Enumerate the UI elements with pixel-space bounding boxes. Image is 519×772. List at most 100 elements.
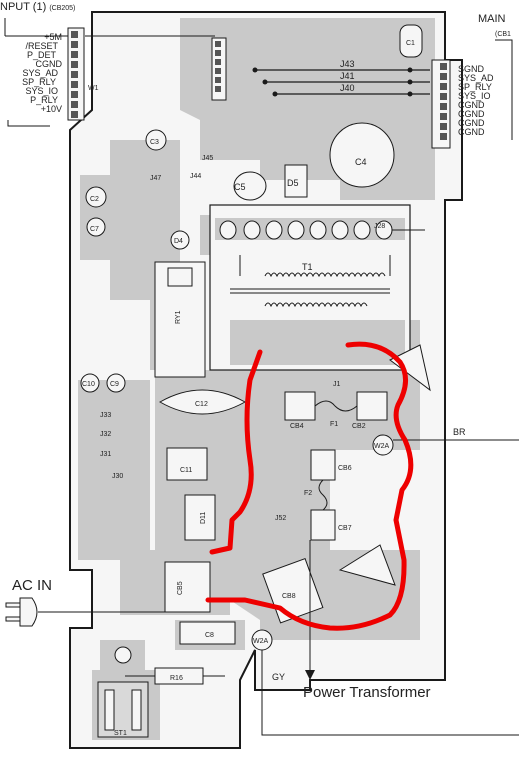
upper-header xyxy=(211,37,227,101)
main-pin-label: SYS_IO xyxy=(458,91,491,101)
terminal-w2a-bottom: W2A xyxy=(251,629,273,651)
main-jumpers xyxy=(255,69,430,95)
st1-label: ST1 xyxy=(114,730,127,737)
diode-d11: D11 xyxy=(184,494,216,541)
j43-label: J43 xyxy=(340,59,355,69)
input-connector: W1 xyxy=(67,27,99,121)
main-pin-labels: SGND SYS_AD SP_RLY SYS_IO CGND CGND CGND… xyxy=(458,64,494,137)
power-transformer-label: Power Transformer xyxy=(303,684,431,701)
r16-label: R16 xyxy=(170,675,183,682)
f2-label: F2 xyxy=(304,490,312,497)
input-pin-label: +5M xyxy=(44,32,62,42)
c1-label: C1 xyxy=(406,40,415,47)
cb2-label: CB2 xyxy=(352,423,366,430)
input-pin-label: +10V xyxy=(41,104,62,114)
pad-p1 xyxy=(114,646,132,664)
main-pin-label: SGND xyxy=(458,64,485,74)
input-pin-label: /RESET xyxy=(25,41,58,51)
c3-label: C3 xyxy=(150,139,159,146)
capacitor-c4: C4 xyxy=(329,122,395,188)
ac-plug-icon xyxy=(5,597,38,627)
cb6-label: CB6 xyxy=(338,465,352,472)
capacitor-c12: C12 xyxy=(158,389,247,415)
f1-label: F1 xyxy=(330,421,338,428)
capacitor-c1: C1 xyxy=(399,24,423,58)
j31-label: J31 xyxy=(100,451,111,458)
t1-label: T1 xyxy=(302,262,313,272)
c4-label: C4 xyxy=(355,157,367,167)
d5-label: D5 xyxy=(287,178,299,188)
w1-label: W1 xyxy=(88,85,99,92)
capacitor-c2: C2 xyxy=(85,186,107,208)
c7-label: C7 xyxy=(90,226,99,233)
capacitor-c5: C5 xyxy=(233,171,267,201)
c5-label: C5 xyxy=(234,182,246,192)
j28-label: J28 xyxy=(374,223,385,230)
main-pin-label: CGND xyxy=(458,127,485,137)
j1-label: J1 xyxy=(333,381,341,388)
c8-label: C8 xyxy=(205,632,214,639)
ac-in-label: AC IN xyxy=(12,577,52,594)
c9-label: C9 xyxy=(110,381,119,388)
jumper-dots xyxy=(252,67,413,97)
diode-d5: D5 xyxy=(284,164,308,198)
c12-label: C12 xyxy=(195,401,208,408)
d11-label: D11 xyxy=(200,512,207,524)
gy-label: GY xyxy=(272,672,285,682)
cb4-label: CB4 xyxy=(290,423,304,430)
input-bracket xyxy=(4,18,68,127)
capacitor-c7: C7 xyxy=(86,217,106,237)
c10-label: C10 xyxy=(82,381,95,388)
cb5-label: CB5 xyxy=(177,581,184,595)
input-pin-label: SP_RLY xyxy=(22,77,56,87)
ground-triangle-bottom xyxy=(338,544,396,586)
main-header: MAIN xyxy=(478,13,506,25)
j40-label: J40 xyxy=(340,83,355,93)
resistor-r16: R16 xyxy=(125,667,225,685)
transformer-coil-top xyxy=(230,255,391,308)
ry1-label: RY1 xyxy=(175,310,182,324)
j33-label: J33 xyxy=(100,412,111,419)
capacitor-c11: C11 xyxy=(166,447,208,481)
red-highlight-path xyxy=(205,341,414,631)
fuse-f1: J1 F1 CB4 CB2 xyxy=(284,381,388,430)
j47-label: J47 xyxy=(150,175,161,182)
terminal-w2a-top: W2A xyxy=(372,434,394,456)
c2-label: C2 xyxy=(90,196,99,203)
main-pin-label: CGND xyxy=(458,109,485,119)
main-sub-header: (CB1 xyxy=(495,31,511,38)
main-connector xyxy=(431,59,451,149)
connector-cb5: CB5 xyxy=(164,561,211,613)
d4-label: D4 xyxy=(174,238,183,245)
input-header: NPUT (1) (CB205) xyxy=(0,1,75,13)
cb8-label: CB8 xyxy=(282,593,296,600)
external-wires xyxy=(38,439,519,736)
diode-d4: D4 xyxy=(170,230,190,250)
j52-label: J52 xyxy=(275,515,286,522)
main-pin-label: SYS_AD xyxy=(458,73,494,83)
main-pin-label: CGND xyxy=(458,118,485,128)
power-transformer-arrow xyxy=(305,670,315,680)
w2a-top-label: W2A xyxy=(374,443,390,450)
j30-label: J30 xyxy=(112,473,123,480)
input-pin-labels: +5M /RESET P_DET CGND SYS_AD SP_RLY SYS_… xyxy=(22,32,62,114)
c11-label: C11 xyxy=(180,467,192,474)
j44-label: J44 xyxy=(190,173,201,180)
ground-triangle-top xyxy=(389,344,431,392)
fuse-f2: F2 CB6 CB7 xyxy=(304,449,352,541)
main-pin-label: CGND xyxy=(458,100,485,110)
input-pin-label: CGND xyxy=(36,59,63,69)
br-label: BR xyxy=(453,427,466,437)
input-pin-label: SYS_IO xyxy=(25,86,58,96)
j32-label: J32 xyxy=(100,431,111,438)
main-bracket xyxy=(495,39,513,140)
capacitor-c3: C3 xyxy=(145,129,167,151)
relay-ry1: RY1 xyxy=(154,261,206,378)
cb7-label: CB7 xyxy=(338,525,352,532)
main-pin-label: SP_RLY xyxy=(458,82,492,92)
j41-label: J41 xyxy=(340,71,355,81)
capacitor-c9: C9 xyxy=(106,373,126,393)
input-pin-label: P_DET xyxy=(27,50,57,60)
capacitor-c8: C8 xyxy=(179,621,236,645)
